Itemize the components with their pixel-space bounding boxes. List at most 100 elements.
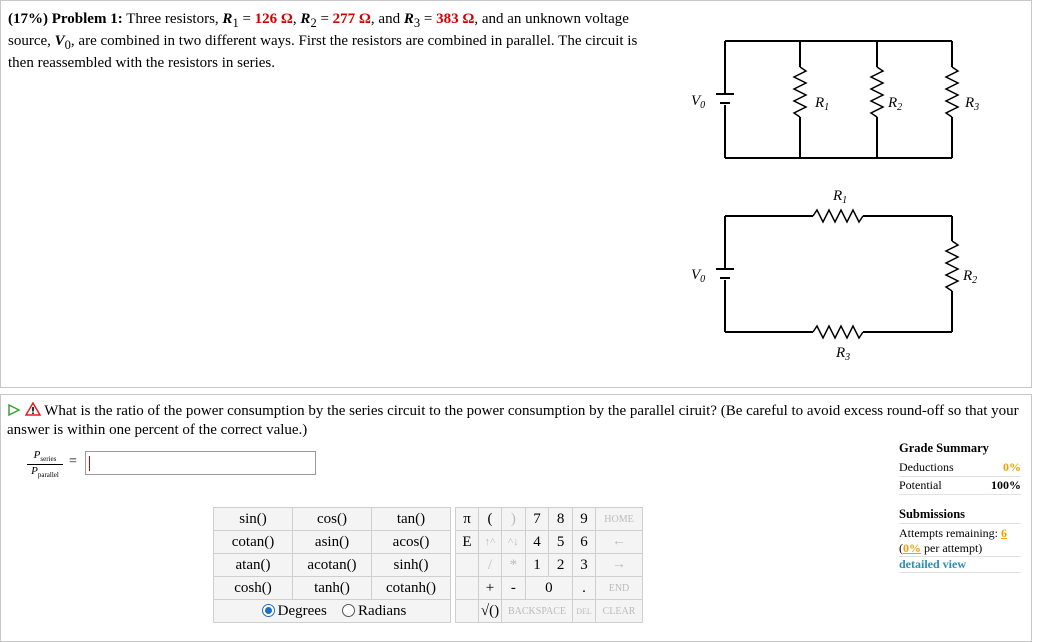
superscript-up-button[interactable]: ↑^ — [478, 530, 502, 554]
key-8[interactable]: 8 — [548, 507, 573, 531]
circuit-diagrams: V0 R1 R2 R3 V0 R1 R2 R3 — [691, 40, 979, 363]
backspace-button[interactable]: BACKSPACE — [501, 599, 573, 623]
cursor-left-button[interactable]: ← — [595, 530, 643, 554]
key-6[interactable]: 6 — [572, 530, 596, 554]
function-pad: sin() cos() tan() cotan() asin() acos() … — [213, 507, 451, 623]
acos-button[interactable]: acos() — [371, 530, 451, 554]
cursor-right-button[interactable]: → — [595, 553, 643, 577]
parallel-r3-label: R3 — [964, 95, 979, 113]
asin-button[interactable]: asin() — [292, 530, 372, 554]
attempts-label: Attempts remaining: — [899, 526, 998, 540]
deductions-row: Deductions 0% — [899, 459, 1021, 477]
plus-button[interactable]: + — [478, 576, 502, 600]
del-button[interactable]: DEL — [572, 599, 596, 623]
r2-symbol: R — [300, 11, 311, 27]
answer-lhs-fraction: Pseries Pparallel — [27, 449, 63, 479]
multiply-button[interactable]: * — [501, 553, 526, 577]
r1-sub: 1 — [232, 16, 239, 30]
potential-value: 100% — [991, 478, 1021, 492]
grade-summary-title: Grade Summary — [899, 441, 989, 455]
problem-label: Problem 1: — [51, 11, 123, 27]
cotanh-button[interactable]: cotanh() — [371, 576, 451, 600]
r1-value: 126 Ω — [254, 11, 293, 27]
key-9[interactable]: 9 — [572, 507, 596, 531]
r1-symbol: R — [222, 11, 233, 27]
acotan-button[interactable]: acotan() — [292, 553, 372, 577]
cos-button[interactable]: cos() — [292, 507, 372, 531]
empty-key-3 — [455, 599, 479, 623]
v0-sub: 0 — [64, 38, 71, 52]
key-5[interactable]: 5 — [548, 530, 573, 554]
rparen-button[interactable]: ) — [501, 507, 526, 531]
series-r1-label: R1 — [832, 188, 847, 206]
empty-key — [455, 553, 479, 577]
play-icon[interactable] — [7, 403, 21, 417]
decimal-button[interactable]: . — [572, 576, 596, 600]
radians-radio[interactable] — [342, 603, 356, 617]
sqrt-button[interactable]: √() — [478, 599, 502, 623]
answer-input[interactable] — [85, 451, 316, 475]
key-0[interactable]: 0 — [524, 576, 574, 600]
problem-text-1: Three resistors, — [126, 11, 219, 27]
potential-label: Potential — [899, 478, 942, 492]
key-1[interactable]: 1 — [524, 553, 550, 577]
r3-symbol: R — [403, 11, 414, 27]
home-button[interactable]: HOME — [595, 507, 643, 531]
lhs-den: P — [31, 465, 38, 478]
r2-sub: 2 — [310, 16, 317, 30]
parallel-r2-label: R2 — [887, 95, 902, 113]
atan-button[interactable]: atan() — [213, 553, 293, 577]
detailed-view-link[interactable]: detailed view — [899, 557, 966, 571]
radians-option[interactable]: Radians — [338, 603, 406, 619]
question-text: What is the ratio of the power consumpti… — [7, 403, 1019, 439]
key-2[interactable]: 2 — [548, 553, 573, 577]
problem-panel: (17%) Problem 1: Three resistors, R1 = 1… — [0, 0, 1032, 388]
warning-icon — [24, 401, 42, 416]
per-open: ( — [899, 541, 903, 555]
deductions-value: 0% — [1003, 460, 1021, 474]
radians-label: Radians — [358, 602, 407, 619]
sinh-button[interactable]: sinh() — [371, 553, 451, 577]
problem-statement: (17%) Problem 1: Three resistors, R1 = 1… — [8, 11, 638, 71]
v0-symbol: V — [54, 33, 65, 49]
degrees-label: Degrees — [277, 602, 327, 619]
r3-sub: 3 — [413, 16, 421, 30]
divide-button[interactable]: / — [478, 553, 502, 577]
text-caret — [89, 456, 90, 471]
parallel-v0-label: V0 — [691, 93, 705, 111]
sin-button[interactable]: sin() — [213, 507, 293, 531]
equals-sign: = — [69, 454, 77, 469]
per-attempt-label: per attempt) — [924, 541, 983, 555]
key-7[interactable]: 7 — [524, 507, 550, 531]
cotan-button[interactable]: cotan() — [213, 530, 293, 554]
series-v0-label: V0 — [691, 267, 705, 285]
series-r2-label: R2 — [962, 268, 977, 286]
subscript-down-button[interactable]: ^↓ — [501, 530, 526, 554]
minus-button[interactable]: - — [501, 576, 526, 600]
cosh-button[interactable]: cosh() — [213, 576, 293, 600]
deductions-label: Deductions — [899, 460, 954, 474]
parallel-circuit — [716, 40, 960, 159]
angle-mode: Degrees Radians — [213, 599, 451, 623]
degrees-radio[interactable] — [261, 603, 275, 617]
end-button[interactable]: END — [595, 576, 643, 600]
clear-button[interactable]: CLEAR — [595, 599, 643, 623]
empty-key-2 — [455, 576, 479, 600]
question-prompt: What is the ratio of the power consumpti… — [7, 401, 1031, 439]
lhs-num: P — [33, 449, 41, 461]
key-3[interactable]: 3 — [572, 553, 596, 577]
pi-button[interactable]: π — [455, 507, 479, 531]
series-circuit — [716, 208, 960, 340]
key-4[interactable]: 4 — [524, 530, 550, 554]
r3-value: 383 Ω — [436, 11, 475, 27]
attempts-value: 6 — [1000, 526, 1007, 540]
and-text: , and — [370, 11, 401, 27]
tanh-button[interactable]: tanh() — [292, 576, 372, 600]
degrees-option[interactable]: Degrees — [258, 603, 327, 619]
keypad: π ( ) 7 8 9 HOME E ↑^ ^↓ 4 5 6 ← / * 1 2… — [455, 507, 643, 623]
e-button[interactable]: E — [455, 530, 479, 554]
tan-button[interactable]: tan() — [371, 507, 451, 531]
problem-text-2: , and an unknown voltage source, — [8, 11, 629, 49]
lparen-button[interactable]: ( — [478, 507, 502, 531]
per-attempt-value: 0% — [903, 541, 921, 555]
